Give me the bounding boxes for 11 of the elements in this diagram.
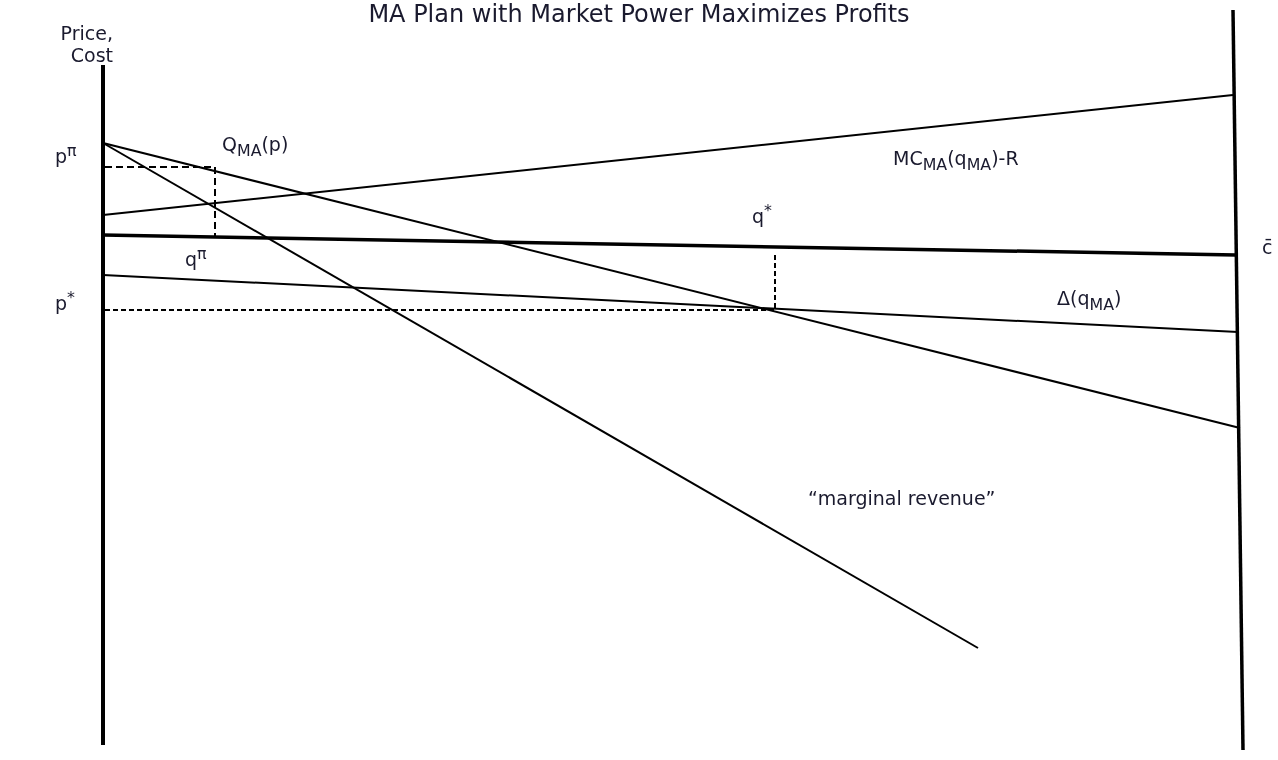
- price-label: p$^{*}$: [55, 287, 75, 315]
- curve-label: “marginal revenue”: [808, 487, 996, 509]
- axis-label: Price, Cost: [59, 22, 113, 66]
- curve-label: Δ(q$_{MA}$): [1057, 287, 1122, 316]
- quantity-label: q$^{*}$: [752, 200, 772, 228]
- curve-label: Q$_{MA}$(p): [222, 133, 289, 162]
- price-label: p$^{π}$: [55, 140, 77, 168]
- curve-label: MC$_{MA}$(q$_{MA}$)-R: [893, 147, 1019, 176]
- cost-label: c̄: [1262, 236, 1273, 258]
- chart-title: MA Plan with Market Power Maximizes Profits: [367, 0, 911, 28]
- quantity-label: q$^{π}$: [185, 243, 207, 271]
